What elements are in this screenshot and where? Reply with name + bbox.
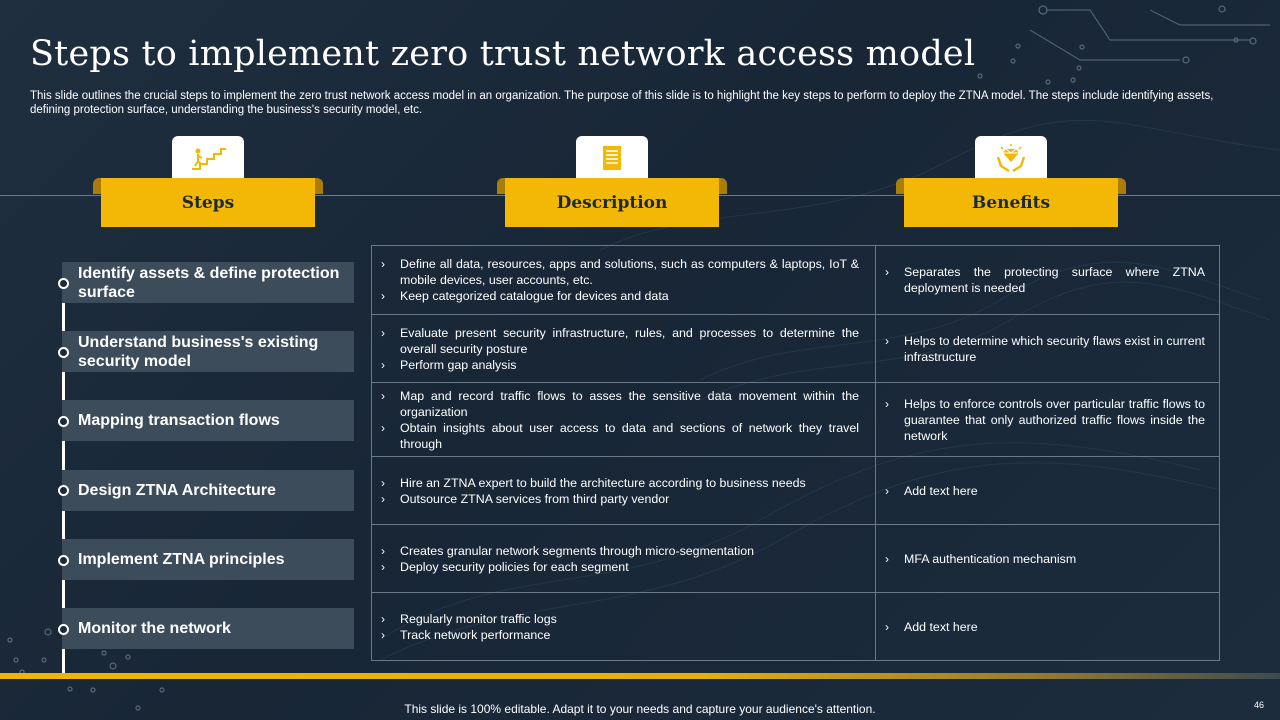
description-bullet: ›Keep categorized catalogue for devices … [381,289,669,303]
bullet-arrow-icon: › [381,289,385,303]
table-row: ›Define all data, resources, apps and so… [372,246,1219,315]
description-cell: ›Map and record traffic flows to asses t… [372,383,876,456]
page-number: 46 [1254,700,1265,710]
bullet-arrow-icon: › [381,611,385,626]
description-bullet: ›Define all data, resources, apps and so… [381,257,859,287]
bullet-arrow-icon: › [381,325,385,340]
description-cell: ›Evaluate present security infrastructur… [372,315,876,382]
timeline-dot [58,555,69,566]
description-bullet: ›Deploy security policies for each segme… [381,559,629,574]
description-cell: ›Regularly monitor traffic logs ›Track n… [372,593,876,660]
bullet-arrow-icon: › [381,559,385,574]
bullet-arrow-icon: › [381,491,385,506]
description-bullet: ›Regularly monitor traffic logs [381,611,557,626]
benefit-cell: ›MFA authentication mechanism [876,525,1219,592]
benefits-header: Benefits [896,136,1134,228]
benefit-cell: ›Add text here [876,593,1219,660]
description-bullet: ›Obtain insights about user access to da… [381,420,859,451]
description-bullet: ›Hire an ZTNA expert to build the archit… [381,475,806,490]
benefit-cell: ›Add text here [876,457,1219,524]
description-cell: ›Define all data, resources, apps and so… [372,246,876,314]
step-4-label: Design ZTNA Architecture [62,470,354,511]
bullet-arrow-icon: › [381,543,385,558]
steps-header: Steps [93,136,331,228]
description-cell: ›Creates granular network segments throu… [372,525,876,592]
bullet-arrow-icon: › [381,357,385,372]
hands-diamond-icon [975,136,1047,180]
benefit-cell: ›Helps to enforce controls over particul… [876,383,1219,456]
description-bullet: ›Perform gap analysis [381,357,517,372]
description-bullet: ›Track network performance [381,627,551,642]
step-1-label: Identify assets & define protection surf… [62,262,354,303]
benefit-cell: ›Separates the protecting surface where … [876,246,1219,314]
table-row: ›Regularly monitor traffic logs ›Track n… [372,593,1219,660]
timeline-dot [58,485,69,496]
benefit-bullet: ›Add text here [885,619,978,634]
timeline-dot [58,624,69,635]
bullet-arrow-icon: › [885,333,889,348]
timeline-line [62,262,65,674]
benefits-header-label: Benefits [904,178,1118,227]
benefit-bullet: ›Separates the protecting surface where … [885,265,1205,295]
page-title: Steps to implement zero trust network ac… [30,34,976,74]
bullet-arrow-icon: › [381,388,385,403]
bullet-arrow-icon: › [885,483,889,498]
bullet-arrow-icon: › [381,257,385,271]
table-row: ›Map and record traffic flows to asses t… [372,383,1219,457]
bullet-arrow-icon: › [381,475,385,490]
description-bullet: ›Map and record traffic flows to asses t… [381,388,859,419]
description-bullet: ›Creates granular network segments throu… [381,543,754,558]
description-bullet: ›Evaluate present security infrastructur… [381,325,859,356]
description-cell: ›Hire an ZTNA expert to build the archit… [372,457,876,524]
timeline-dot [58,347,69,358]
description-header: Description [497,136,735,228]
footer-text: This slide is 100% editable. Adapt it to… [404,702,876,716]
bullet-arrow-icon: › [885,396,889,411]
steps-header-label: Steps [101,178,315,227]
table-row: ›Hire an ZTNA expert to build the archit… [372,457,1219,525]
footer-accent-bar [0,673,1280,679]
bullet-arrow-icon: › [885,265,889,279]
document-icon [576,136,648,180]
bullet-arrow-icon: › [381,420,385,435]
benefit-bullet: ›MFA authentication mechanism [885,551,1077,566]
step-2-label: Understand business's existing security … [62,331,354,372]
page-subtitle: This slide outlines the crucial steps to… [30,90,1214,116]
bullet-arrow-icon: › [885,551,889,566]
table-row: ›Evaluate present security infrastructur… [372,315,1219,383]
benefit-bullet: ›Helps to determine which security flaws… [885,333,1205,364]
table-row: ›Creates granular network segments throu… [372,525,1219,593]
step-5-label: Implement ZTNA principles [62,539,354,580]
step-3-label: Mapping transaction flows [62,400,354,441]
benefit-bullet: ›Add text here [885,483,978,498]
stairs-climbing-icon [172,136,244,180]
timeline-dot [58,278,69,289]
benefit-bullet: ›Helps to enforce controls over particul… [885,396,1205,443]
step-6-label: Monitor the network [62,608,354,649]
description-header-label: Description [505,178,719,227]
benefit-cell: ›Helps to determine which security flaws… [876,315,1219,382]
bullet-arrow-icon: › [885,619,889,634]
timeline-dot [58,416,69,427]
description-bullet: ›Outsource ZTNA services from third part… [381,491,670,506]
bullet-arrow-icon: › [381,627,385,642]
steps-table: ›Define all data, resources, apps and so… [371,245,1220,661]
